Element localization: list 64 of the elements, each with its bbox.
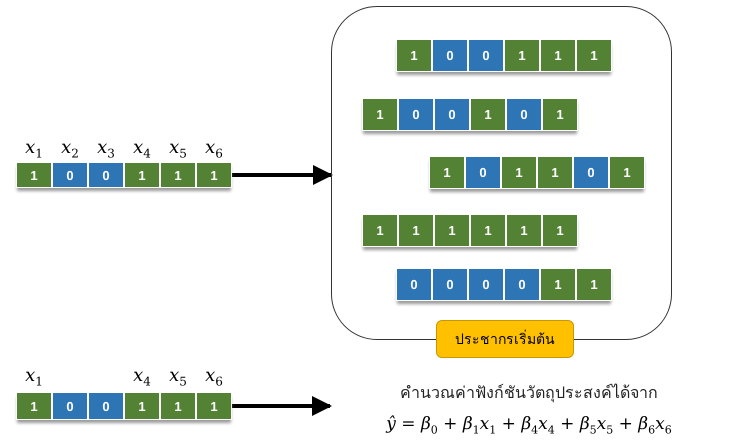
gene-cell: 1 [160,162,196,188]
arrow [232,165,333,185]
gene-cell: 0 [465,156,501,189]
chromosome-bar [396,39,612,72]
gene-cell: 1 [501,156,537,189]
variable-label: x$_{2}$ [60,138,80,163]
variable-label: x$_{6}$ [204,366,224,391]
gene-cell: 0 [432,39,468,72]
gene-cell: 1 [362,214,398,247]
gene-cell: 1 [504,39,540,72]
gene-cell: 1 [398,214,434,247]
gene-cell: 1 [429,156,465,189]
gene-cell: 1 [196,162,232,188]
gene-cell: 0 [396,268,432,301]
gene-cell: 1 [609,156,645,189]
chromosome-bar [396,268,612,301]
gene-cell: 1 [124,162,160,188]
gene-cell: 1 [16,392,52,420]
chromosome-bar [429,156,645,189]
gene-cell: 0 [573,156,609,189]
gene-cell: 0 [398,98,434,131]
gene-cell: 1 [434,214,470,247]
variable-label: x$_{5}$ [168,366,188,391]
gene-cell: 0 [52,162,88,188]
chromosome-bar [362,98,578,131]
gene-cell: 1 [16,162,52,188]
gene-cell: 1 [542,214,578,247]
variable-label: x$_{4}$ [132,138,152,163]
gene-cell: 1 [196,392,232,420]
gene-cell: 0 [432,268,468,301]
gene-cell: 1 [124,392,160,420]
chromosome-bar [16,392,232,420]
gene-cell: 0 [52,392,88,420]
gene-cell: 0 [88,392,124,420]
gene-cell: 0 [88,162,124,188]
gene-cell: 0 [434,98,470,131]
gene-cell: 1 [362,98,398,131]
gene-cell: 1 [576,268,612,301]
gene-cell: 1 [470,98,506,131]
population-label: ประชากรเริ่มต้น [436,320,574,358]
gene-cell: 1 [542,98,578,131]
variable-label: x$_{5}$ [168,138,188,163]
gene-cell: 1 [540,39,576,72]
gene-cell: 0 [468,39,504,72]
regression-equation: ŷ = β$_{0}$ + β$_{1}$x$_{1}$ + β$_{4}$x$_{4}$ + β$_{5}$x$_{5}$ + β$_{6}$x$_{6}$ [386,413,672,438]
variable-label: x$_{1}$ [24,366,44,391]
gene-cell: 1 [396,39,432,72]
variable-label: x$_{3}$ [96,138,116,163]
gene-cell: 0 [506,98,542,131]
chromosome-bar [362,214,578,247]
variable-label: x$_{1}$ [24,138,44,163]
gene-cell: 0 [504,268,540,301]
gene-cell: 0 [468,268,504,301]
gene-cell: 1 [506,214,542,247]
variable-label: x$_{6}$ [204,138,224,163]
chromosome-bar [16,162,232,188]
arrow [232,396,332,416]
description-text: คำนวณค่าฟังก์ชันวัตถุประสงค์ได้จาก [400,382,658,404]
gene-cell: 1 [160,392,196,420]
gene-cell: 1 [540,268,576,301]
gene-cell: 1 [537,156,573,189]
variable-label: x$_{4}$ [132,366,152,391]
gene-cell: 1 [470,214,506,247]
gene-cell: 1 [576,39,612,72]
